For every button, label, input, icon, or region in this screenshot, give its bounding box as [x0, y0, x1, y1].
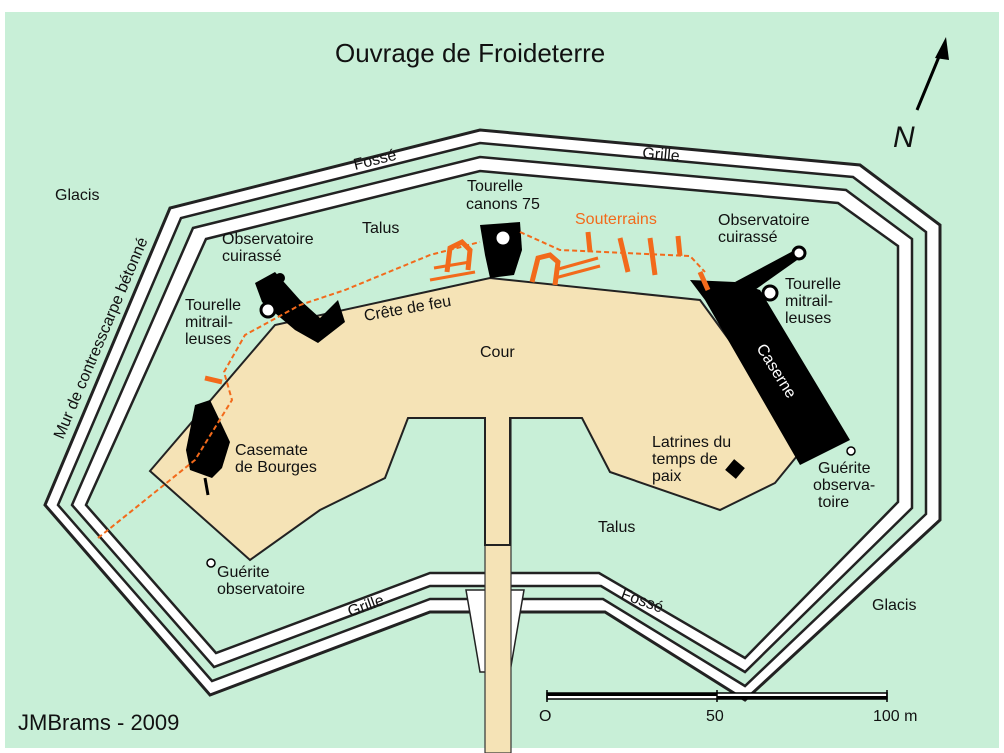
guerite-left-dot: [206, 558, 216, 568]
scale-bar: [546, 690, 888, 702]
label-latrines-line2: temps de: [652, 451, 718, 468]
scale-tick-0: O: [539, 708, 551, 725]
observatoire-right-arm: [735, 250, 800, 292]
label-observatoire-left-line2: cuirassé: [222, 248, 282, 265]
label-mitr-right-line1: Tourelle: [785, 276, 841, 293]
label-talus-top: Talus: [362, 220, 399, 237]
tourelle-mitr-left-turret: [259, 301, 277, 319]
scale-tick-50: 50: [706, 708, 724, 725]
tourelle-75-turret: [493, 228, 513, 248]
label-guerite-left-line1: Guérite: [217, 564, 270, 581]
label-mitr-left-line2: mitrail-: [185, 314, 233, 331]
souterrains-network: [97, 231, 711, 539]
observatoire-right-dome: [791, 245, 807, 261]
label-latrines-line1: Latrines du: [652, 434, 731, 451]
casemate-bourges-stem: [203, 477, 210, 496]
observatoire-left-block: [255, 272, 345, 343]
label-mitr-right-line3: leuses: [785, 310, 831, 327]
scale-tick-100: 100 m: [873, 708, 917, 725]
label-souterrains: Souterrains: [575, 211, 657, 228]
latrines-block: [725, 459, 745, 479]
label-observatoire-right-line1: Observatoire: [718, 212, 810, 229]
tourelle-mitr-right-turret: [761, 284, 779, 302]
label-guerite-right-line1: Guérite: [818, 460, 871, 477]
label-cour: Cour: [480, 344, 515, 361]
label-latrines-line3: paix: [652, 468, 681, 485]
guerite-right-dot: [846, 446, 856, 456]
label-casemate-line2: de Bourges: [235, 459, 317, 476]
credit-label: JMBrams - 2009: [18, 710, 179, 735]
label-glacis-right: Glacis: [872, 597, 916, 614]
label-mitr-left-line3: leuses: [185, 331, 231, 348]
label-mitr-left-line1: Tourelle: [185, 297, 241, 314]
label-talus-bottom: Talus: [598, 519, 635, 536]
observatoire-left-dome: [275, 273, 285, 283]
fort-interior: [148, 276, 808, 562]
label-tourelle-75-line2: canons 75: [466, 196, 540, 213]
label-glacis-left: Glacis: [55, 187, 99, 204]
label-guerite-left-line2: observatoire: [217, 581, 305, 598]
label-grille-top: Grille: [642, 145, 681, 165]
label-guerite-right-line2: observa-: [813, 477, 875, 494]
label-mitr-right-line2: mitrail-: [785, 293, 833, 310]
north-label: N: [893, 121, 915, 154]
label-casemate-line1: Casemate: [235, 442, 308, 459]
caserne-block: [690, 280, 850, 465]
north-arrow-icon: [915, 37, 949, 111]
label-guerite-right-line3: toire: [818, 494, 849, 511]
label-tourelle-75-line1: Tourelle: [467, 178, 523, 195]
map-title: Ouvrage de Froideterre: [335, 38, 605, 68]
label-observatoire-right-line2: cuirassé: [718, 229, 778, 246]
label-observatoire-left-line1: Observatoire: [222, 231, 314, 248]
